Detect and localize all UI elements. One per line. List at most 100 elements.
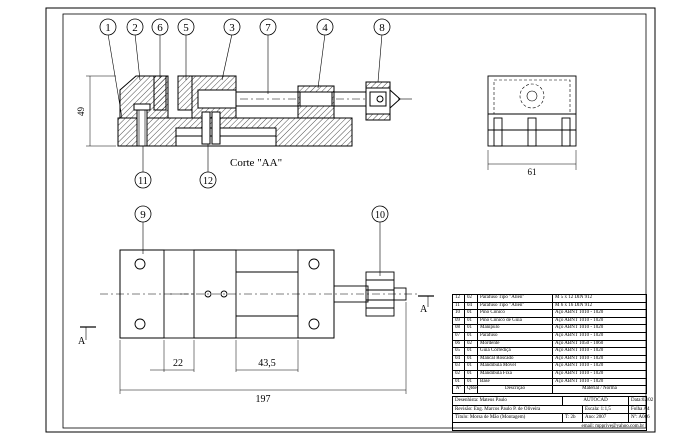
sheet-size: Folha A4 xyxy=(628,404,650,415)
parts-cell-desc: Mandíbula Fixa xyxy=(477,369,553,379)
dimension-61: 61 xyxy=(528,167,537,177)
title-block: Desenhista: Mateus Paulo AUTOCAD Data:02… xyxy=(451,396,653,432)
svg-text:4: 4 xyxy=(322,22,328,34)
balloon-leaders-top xyxy=(107,33,383,172)
side-view xyxy=(487,75,577,170)
outer-border xyxy=(45,7,656,433)
balloon-7: 7 xyxy=(259,18,277,36)
svg-text:1: 1 xyxy=(105,22,111,34)
revision: Revisão: Eng. Marcos Paulo P. de Oliveir… xyxy=(452,404,583,415)
parts-cell-mat: Aço ABNT 1010 - 1020 xyxy=(552,377,647,387)
section-mark-right: A xyxy=(420,304,428,315)
parts-cell-num: 01 xyxy=(452,377,465,387)
parts-cell-desc: Base xyxy=(477,377,553,387)
parts-cell-desc: Mordente xyxy=(477,339,553,349)
parts-cell-desc: Manípulo xyxy=(477,324,553,333)
dimension-49: 49 xyxy=(76,107,86,117)
parts-cell-num: 04 xyxy=(452,354,465,364)
parts-cell-qty: 01 xyxy=(464,316,478,326)
balloon-1: 1 xyxy=(99,18,117,36)
year: Ano: 2007 xyxy=(581,413,630,423)
balloon-5: 5 xyxy=(177,18,195,36)
scale: Escala: 1:1,5 xyxy=(581,404,630,415)
svg-text:11: 11 xyxy=(138,176,148,187)
parts-cell-mat: Aço ABNT 1010 - 1020 xyxy=(552,324,647,333)
drawing-number: Nº: A066 xyxy=(628,413,650,423)
parts-cell-qty: 01 xyxy=(464,362,478,371)
inner-border xyxy=(62,13,647,429)
parts-cell-mat: Aço ABNT 1050 - 1060 xyxy=(552,339,647,349)
parts-header-desc: Descrição xyxy=(477,385,553,394)
svg-text:10: 10 xyxy=(375,210,385,221)
parts-cell-mat: Aço ABNT 1010 - 1020 xyxy=(552,362,647,371)
balloon-9: 9 xyxy=(134,205,152,223)
parts-cell-qty: 01 xyxy=(464,324,478,333)
parts-cell-qty: 01 xyxy=(464,377,478,387)
svg-text:6: 6 xyxy=(157,22,163,34)
svg-text:12: 12 xyxy=(203,176,213,187)
dimension-197: 197 xyxy=(256,394,271,405)
parts-cell-desc: Mandíbula Móvel xyxy=(477,362,553,371)
parts-cell-qty: 01 xyxy=(464,331,478,341)
parts-cell-qty: 02 xyxy=(464,294,478,303)
parts-cell-qty: 01 xyxy=(464,309,478,318)
turma: T: 2b xyxy=(562,413,583,423)
top-view xyxy=(80,222,434,394)
parts-cell-mat: M 5 x 12 DIN 912 xyxy=(552,294,647,303)
parts-cell-num: 07 xyxy=(452,331,465,341)
section-label: Corte "AA" xyxy=(230,157,282,169)
parts-cell-desc: Guia Corrediça xyxy=(477,347,553,356)
parts-cell-num: 08 xyxy=(452,324,465,333)
balloon-8: 8 xyxy=(373,18,391,36)
parts-cell-mat: Aço ABNT 1010 - 1020 xyxy=(552,354,647,364)
email: email: mpprive@yahoo.com.br xyxy=(451,421,648,432)
parts-cell-desc: Parafuso Tipo "Allen" xyxy=(477,294,553,303)
parts-cell-mat: Aço ABNT 1010 - 1020 xyxy=(552,347,647,356)
parts-cell-qty: 01 xyxy=(464,347,478,356)
balloon-11: 11 xyxy=(134,171,152,189)
parts-cell-qty: 01 xyxy=(464,369,478,379)
parts-cell-desc: Mancal Roscado xyxy=(477,354,553,364)
svg-text:5: 5 xyxy=(183,22,189,34)
parts-cell-num: 02 xyxy=(452,369,465,379)
dimension-43-5: 43,5 xyxy=(258,358,276,369)
parts-cell-num: 12 xyxy=(452,294,465,303)
dimension-22: 22 xyxy=(173,358,183,369)
parts-header-num: Nº xyxy=(452,385,465,394)
parts-cell-num: 03 xyxy=(452,362,465,371)
balloon-2: 2 xyxy=(126,18,144,36)
parts-cell-mat: M 6 x 16 DIN 912 xyxy=(552,301,647,311)
parts-cell-qty: 01 xyxy=(464,354,478,364)
balloon-4: 4 xyxy=(316,18,334,36)
parts-cell-qty: 04 xyxy=(464,301,478,311)
section-mark-left: A xyxy=(78,336,86,347)
cad-software: AUTOCAD xyxy=(561,396,630,406)
balloon-3: 3 xyxy=(223,18,241,36)
svg-text:2: 2 xyxy=(132,22,138,34)
parts-cell-desc: Parafuso xyxy=(477,331,553,341)
parts-cell-num: 06 xyxy=(452,339,465,349)
parts-cell-mat: Aço ABNT 1010 - 1020 xyxy=(552,316,647,326)
parts-cell-qty: 02 xyxy=(464,339,478,349)
drawn-by: Desenhista: Mateus Paulo xyxy=(452,396,563,406)
svg-text:9: 9 xyxy=(140,209,146,221)
parts-header-qty: Qtde. xyxy=(464,385,478,394)
parts-cell-desc: Pino Cônico xyxy=(477,309,553,318)
parts-cell-mat: Aço ABNT 1010 - 1020 xyxy=(552,309,647,318)
parts-cell-mat: Aço ABNT 1010 - 1020 xyxy=(552,331,647,341)
parts-cell-desc: Parafuso Tipo "Allen" xyxy=(477,301,553,311)
